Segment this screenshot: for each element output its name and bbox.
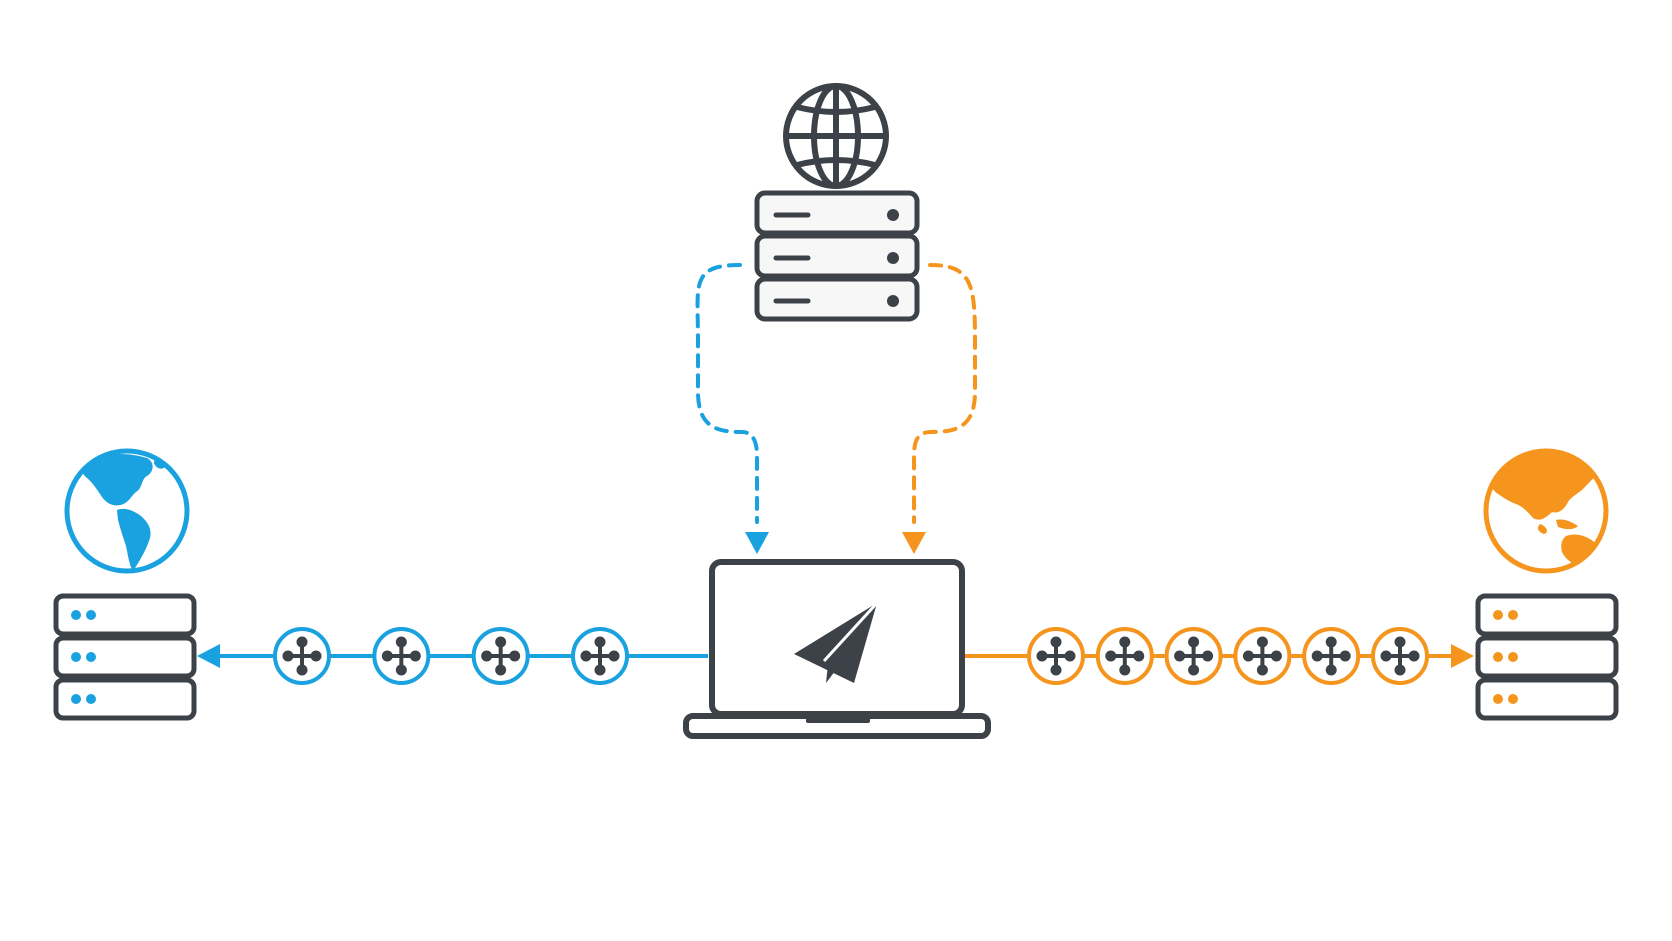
paper-plane-icon	[794, 601, 879, 683]
left-relay-chain	[273, 627, 629, 685]
right-config-link	[912, 263, 977, 524]
right-server-rack	[1475, 593, 1619, 721]
relay-node-icon	[1233, 627, 1292, 685]
laptop-icon	[683, 559, 991, 739]
server-unit	[754, 276, 920, 322]
relay-node-icon	[1164, 627, 1223, 685]
relay-node-icon	[273, 627, 331, 685]
left-route-arrowhead	[197, 644, 220, 668]
server-unit	[53, 593, 197, 637]
relay-node-icon	[1371, 627, 1429, 685]
server-unit	[1475, 635, 1619, 679]
relay-node-icon	[471, 627, 530, 685]
server-unit	[754, 190, 920, 236]
laptop-notch	[806, 716, 870, 723]
server-unit	[1475, 593, 1619, 637]
server-unit	[53, 635, 197, 679]
server-unit	[53, 677, 197, 721]
right-relay-chain	[1027, 627, 1429, 685]
right-route-arrowhead	[1451, 644, 1474, 668]
relay-node-icon	[1095, 627, 1154, 685]
globe-icon	[783, 83, 889, 189]
server-unit	[1475, 677, 1619, 721]
globe-americas-icon	[64, 448, 190, 574]
relay-node-icon	[1027, 627, 1085, 685]
relay-node-icon	[1302, 627, 1361, 685]
left-server-rack	[53, 593, 197, 721]
proxy-server-rack	[754, 190, 920, 322]
globe-asia-oceania-icon	[1483, 448, 1609, 574]
left-config-link	[695, 263, 759, 524]
relay-node-icon	[571, 627, 629, 685]
left-config-arrowhead	[745, 532, 769, 554]
right-config-arrowhead	[902, 532, 926, 554]
server-unit	[754, 233, 920, 279]
relay-node-icon	[372, 627, 431, 685]
